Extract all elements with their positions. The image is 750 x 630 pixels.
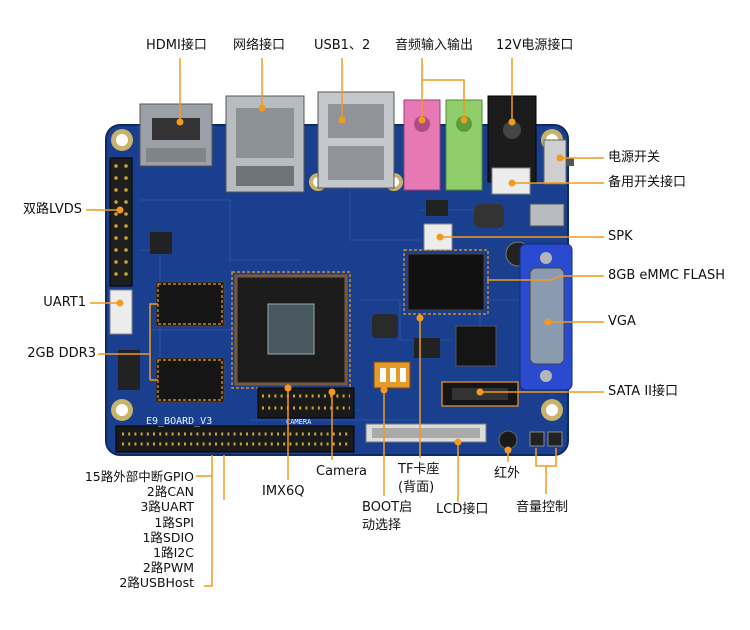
label-tf-line1: TF卡座 (398, 462, 440, 477)
volume-button-a (529, 431, 545, 447)
power-switch-body (543, 139, 567, 185)
hdmi-connector (139, 103, 213, 167)
label-usb: USB1、2 (314, 38, 371, 53)
label-lvds: 双路LVDS (23, 202, 82, 217)
mini-usb (529, 203, 565, 227)
uart1-header (109, 289, 133, 335)
label-vga: VGA (608, 314, 636, 329)
lvds-header (109, 157, 133, 287)
chip-mid-b (455, 325, 497, 367)
label-sata: SATA II接口 (608, 384, 679, 399)
chip-small-a (474, 204, 504, 228)
label-audio: 音频输入输出 (395, 38, 474, 53)
gpio-item: 2路PWM (142, 560, 194, 576)
lcd-fpc-connector (365, 423, 487, 443)
label-boot-line2: 动选择 (362, 518, 402, 533)
gpio-item: 2路CAN (146, 484, 194, 500)
gpio-item: 15路外部中断GPIO (84, 469, 194, 484)
label-emmc: 8GB eMMC FLASH (608, 268, 725, 283)
label-hdmi: HDMI接口 (146, 38, 207, 53)
gpio-function-list: 15路外部中断GPIO 2路CAN 3路UART 1路SPI 1路SDIO 1路… (85, 469, 194, 591)
camera-header (257, 387, 355, 419)
silk-camera: CAMERA (286, 418, 312, 426)
ethernet-connector (225, 95, 305, 193)
label-boot-line1: BOOT启 (362, 500, 413, 515)
label-tf-line2: (背面) (398, 480, 435, 495)
sata-connector (441, 381, 519, 407)
chip-left-b (150, 232, 172, 254)
chip-mid-a (372, 314, 398, 338)
gpio-item: 1路SDIO (142, 529, 194, 545)
label-ddr3: 2GB DDR3 (27, 346, 96, 361)
imx6q-processor (231, 271, 351, 389)
emmc-chip (403, 249, 489, 315)
label-power-switch: 电源开关 (608, 150, 661, 165)
chip-small-b (426, 200, 448, 216)
chip-mid-c (414, 338, 440, 358)
usb-connector (317, 91, 395, 189)
leader-dots (116, 104, 564, 454)
ir-receiver (498, 430, 518, 450)
gpio-item: 1路I2C (153, 545, 194, 561)
label-volume: 音量控制 (516, 500, 569, 515)
volume-button-b (547, 431, 563, 447)
label-lcd: LCD接口 (436, 502, 489, 517)
power-switch-lever (566, 158, 574, 166)
boot-switch (373, 361, 411, 389)
gpio-item: 1路SPI (154, 514, 194, 530)
silk-board-name: E9_BOARD_V3 (146, 416, 212, 427)
label-infrared: 红外 (494, 466, 521, 481)
label-uart1: UART1 (43, 295, 86, 310)
gpio-item: 3路UART (140, 499, 194, 515)
label-backup-switch: 备用开关接口 (608, 175, 687, 190)
label-power-12v: 12V电源接口 (496, 38, 574, 53)
label-spk: SPK (608, 229, 633, 244)
gpio-item: 2路USBHost (119, 575, 194, 591)
vga-connector (519, 243, 573, 391)
gpio-header (115, 425, 355, 453)
chip-left-a (118, 350, 140, 390)
label-imx6q: IMX6Q (262, 484, 305, 499)
label-camera: Camera (316, 464, 368, 479)
label-network: 网络接口 (233, 38, 286, 53)
leader-lines (86, 58, 604, 587)
